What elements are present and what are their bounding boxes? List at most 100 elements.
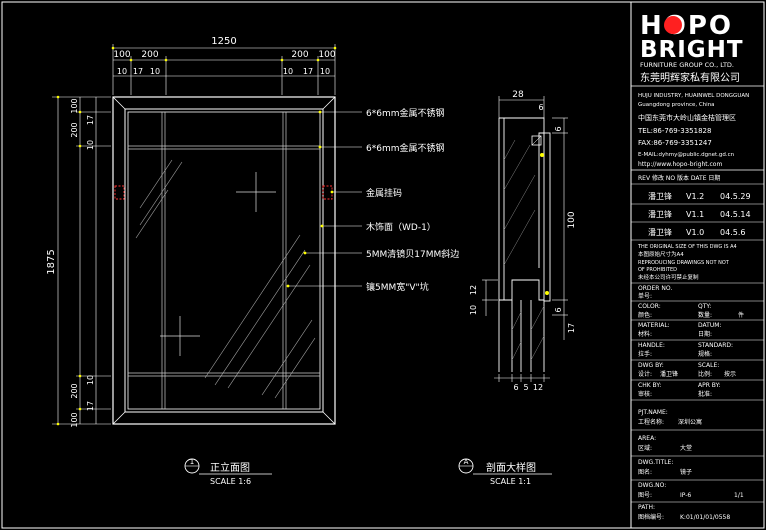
dwg-no-label: DWG.NO: — [638, 482, 666, 489]
dim-left-17-top: 17 — [86, 115, 95, 125]
prj-name-value: 深圳公寓 — [678, 418, 702, 426]
dwg-title-value: 镜子 — [680, 468, 692, 476]
tel: TEL:86-769-3351828 — [637, 127, 711, 135]
dwg-by-value: 潘卫锋 — [660, 370, 678, 378]
dim-left-200-bot: 200 — [70, 383, 79, 398]
fax: FAX:86-769-3351247 — [638, 139, 712, 147]
mirror-outer-frame — [112, 96, 336, 425]
dim-top-10-d: 10 — [320, 67, 330, 76]
color-cn: 颜色: — [638, 311, 652, 319]
section-detail: 28 — [458, 90, 577, 486]
material-label: MATERIAL: — [638, 322, 670, 329]
callout-steel-1: 6*6mm金属不锈钢 — [366, 107, 445, 119]
logo-bright: BRIGHT — [640, 37, 744, 63]
dwg-no-cn: 图号: — [638, 492, 652, 499]
sec-dim-12: 12 — [469, 285, 478, 295]
front-elevation: 1250 100 200 200 100 10 17 10 10 17 10 1… — [46, 36, 337, 486]
callout-v-groove: 镶5MM宽"V"坑 — [366, 281, 429, 293]
page-value: 1/1 — [734, 492, 744, 499]
sec-dim-b-12: 12 — [533, 383, 543, 392]
dim-top-200-right: 200 — [291, 50, 308, 60]
front-view-number: 1 — [190, 458, 194, 466]
datum-label: DATUM: — [698, 322, 721, 329]
dim-left-10-top: 10 — [86, 140, 95, 150]
section-view-letter: A — [464, 458, 469, 466]
sec-dim-b-5b: 5 — [523, 383, 528, 392]
note-5: 未经本公司许可禁止复制 — [638, 273, 699, 281]
path-value: K:01/01/01/0558 — [680, 514, 730, 521]
sec-dim-b-6: 6 — [513, 383, 518, 392]
rev-name: 潘卫锋 — [648, 227, 672, 237]
chk-by-cn: 审核: — [638, 390, 652, 398]
handle-cn: 拉手: — [638, 350, 652, 358]
rev-name: 潘卫锋 — [648, 209, 672, 219]
dim-left-100-bot: 100 — [70, 412, 79, 427]
dwg-no-value: IP-6 — [680, 492, 691, 499]
dim-overall-width: 1250 — [211, 36, 236, 47]
callout-hanger: 金属挂码 — [366, 187, 402, 199]
dim-left-200-top: 200 — [70, 122, 79, 137]
handle-label: HANDLE: — [638, 342, 665, 349]
addr-en-2: Guangdong province, China — [638, 102, 715, 108]
path-cn: 图档编号: — [638, 513, 664, 521]
dim-overall-height: 1875 — [46, 249, 57, 274]
rev-date: 04.5.29 — [720, 192, 751, 201]
glass-reflection-hatch — [135, 159, 316, 399]
rev-ver: V1.0 — [686, 228, 704, 237]
datum-cn: 日期: — [698, 330, 712, 338]
section-steel-bar — [531, 135, 542, 146]
prj-name-label: PJT.NAME: — [638, 409, 668, 416]
scale-label: SCALE: — [698, 362, 719, 369]
dim-left-100-top: 100 — [70, 98, 79, 113]
apr-by-label: APR BY: — [698, 382, 720, 389]
standard-label: STANDARD: — [698, 342, 733, 349]
dwg-title-cn: 图名: — [638, 468, 652, 476]
note-4: OF PROHIBITED — [638, 267, 677, 273]
dwg-by-cn: 设计: — [638, 370, 652, 378]
qty-value: 件 — [738, 311, 744, 319]
order-no-label: ORDER NO. — [638, 285, 672, 292]
rev-ver: V1.2 — [686, 192, 704, 201]
sec-dim-17: 17 — [567, 323, 576, 333]
addr-en-1: HUJU INDUSTRY, HUAINWEL DONGGUAN — [638, 93, 749, 99]
dim-top-10-b: 10 — [150, 67, 160, 76]
apr-by-cn: 批准: — [698, 390, 712, 398]
note-2: 本图原始尺寸为A4 — [638, 250, 684, 258]
front-view-title: 正立面图 — [210, 461, 250, 474]
dwg-title-label: DWG.TITLE: — [638, 459, 673, 466]
path-label: PATH: — [638, 504, 655, 511]
note-1: THE ORIGINAL SIZE OF THIS DWG IS A4 — [637, 244, 737, 250]
section-view-title: 剖面大样图 — [486, 461, 536, 474]
qty-label: QTY: — [698, 303, 711, 310]
note-3: REPRODUCING DRAWINGS NOT NOT — [638, 260, 730, 266]
callout-wood-veneer: 木饰面（WD-1） — [366, 221, 436, 233]
standard-cn: 规格: — [698, 350, 712, 358]
dim-left-10-bot: 10 — [86, 375, 95, 385]
scale-value: 按示 — [724, 370, 736, 378]
qty-cn: 数量: — [698, 311, 712, 319]
v-groove-lines — [128, 112, 320, 409]
material-callouts: 6*6mm金属不锈钢 6*6mm金属不锈钢 金属挂码 木饰面（WD-1） 5MM… — [286, 107, 459, 293]
sec-dim-6-c: 6 — [554, 307, 563, 312]
logo-tagline: FURNITURE GROUP CO., LTD. — [640, 61, 734, 69]
dim-top-100-left: 100 — [113, 50, 130, 60]
website: http://www.hopo-bright.com — [638, 161, 722, 168]
dwg-by-label: DWG BY: — [638, 362, 664, 369]
dim-top-17-a: 17 — [133, 67, 143, 76]
dim-top-100-right: 100 — [318, 50, 335, 60]
prj-name-cn: 工程名称: — [638, 418, 664, 426]
rev-date: 04.5.14 — [720, 210, 751, 219]
revision-table: 潘卫锋 V1.2 04.5.29 潘卫锋 V1.1 04.5.14 潘卫锋 V1… — [631, 191, 764, 241]
rev-date: 04.5.6 — [720, 228, 745, 237]
email: E-MAIL:dyhmy@public.dgnet.gd.cn — [638, 152, 735, 158]
dim-top-17-b: 17 — [303, 67, 313, 76]
area-cn: 区域: — [638, 444, 652, 452]
front-view-scale: SCALE 1:6 — [210, 477, 251, 486]
dim-left-17-bot: 17 — [86, 401, 95, 411]
company-name-cn: 东莞明辉家私有限公司 — [640, 71, 740, 84]
sec-dim-10: 10 — [469, 305, 478, 315]
mirror-inner-frame — [124, 108, 324, 413]
logo-hopo: HOPO — [640, 11, 733, 41]
area-label: AREA: — [638, 435, 656, 442]
